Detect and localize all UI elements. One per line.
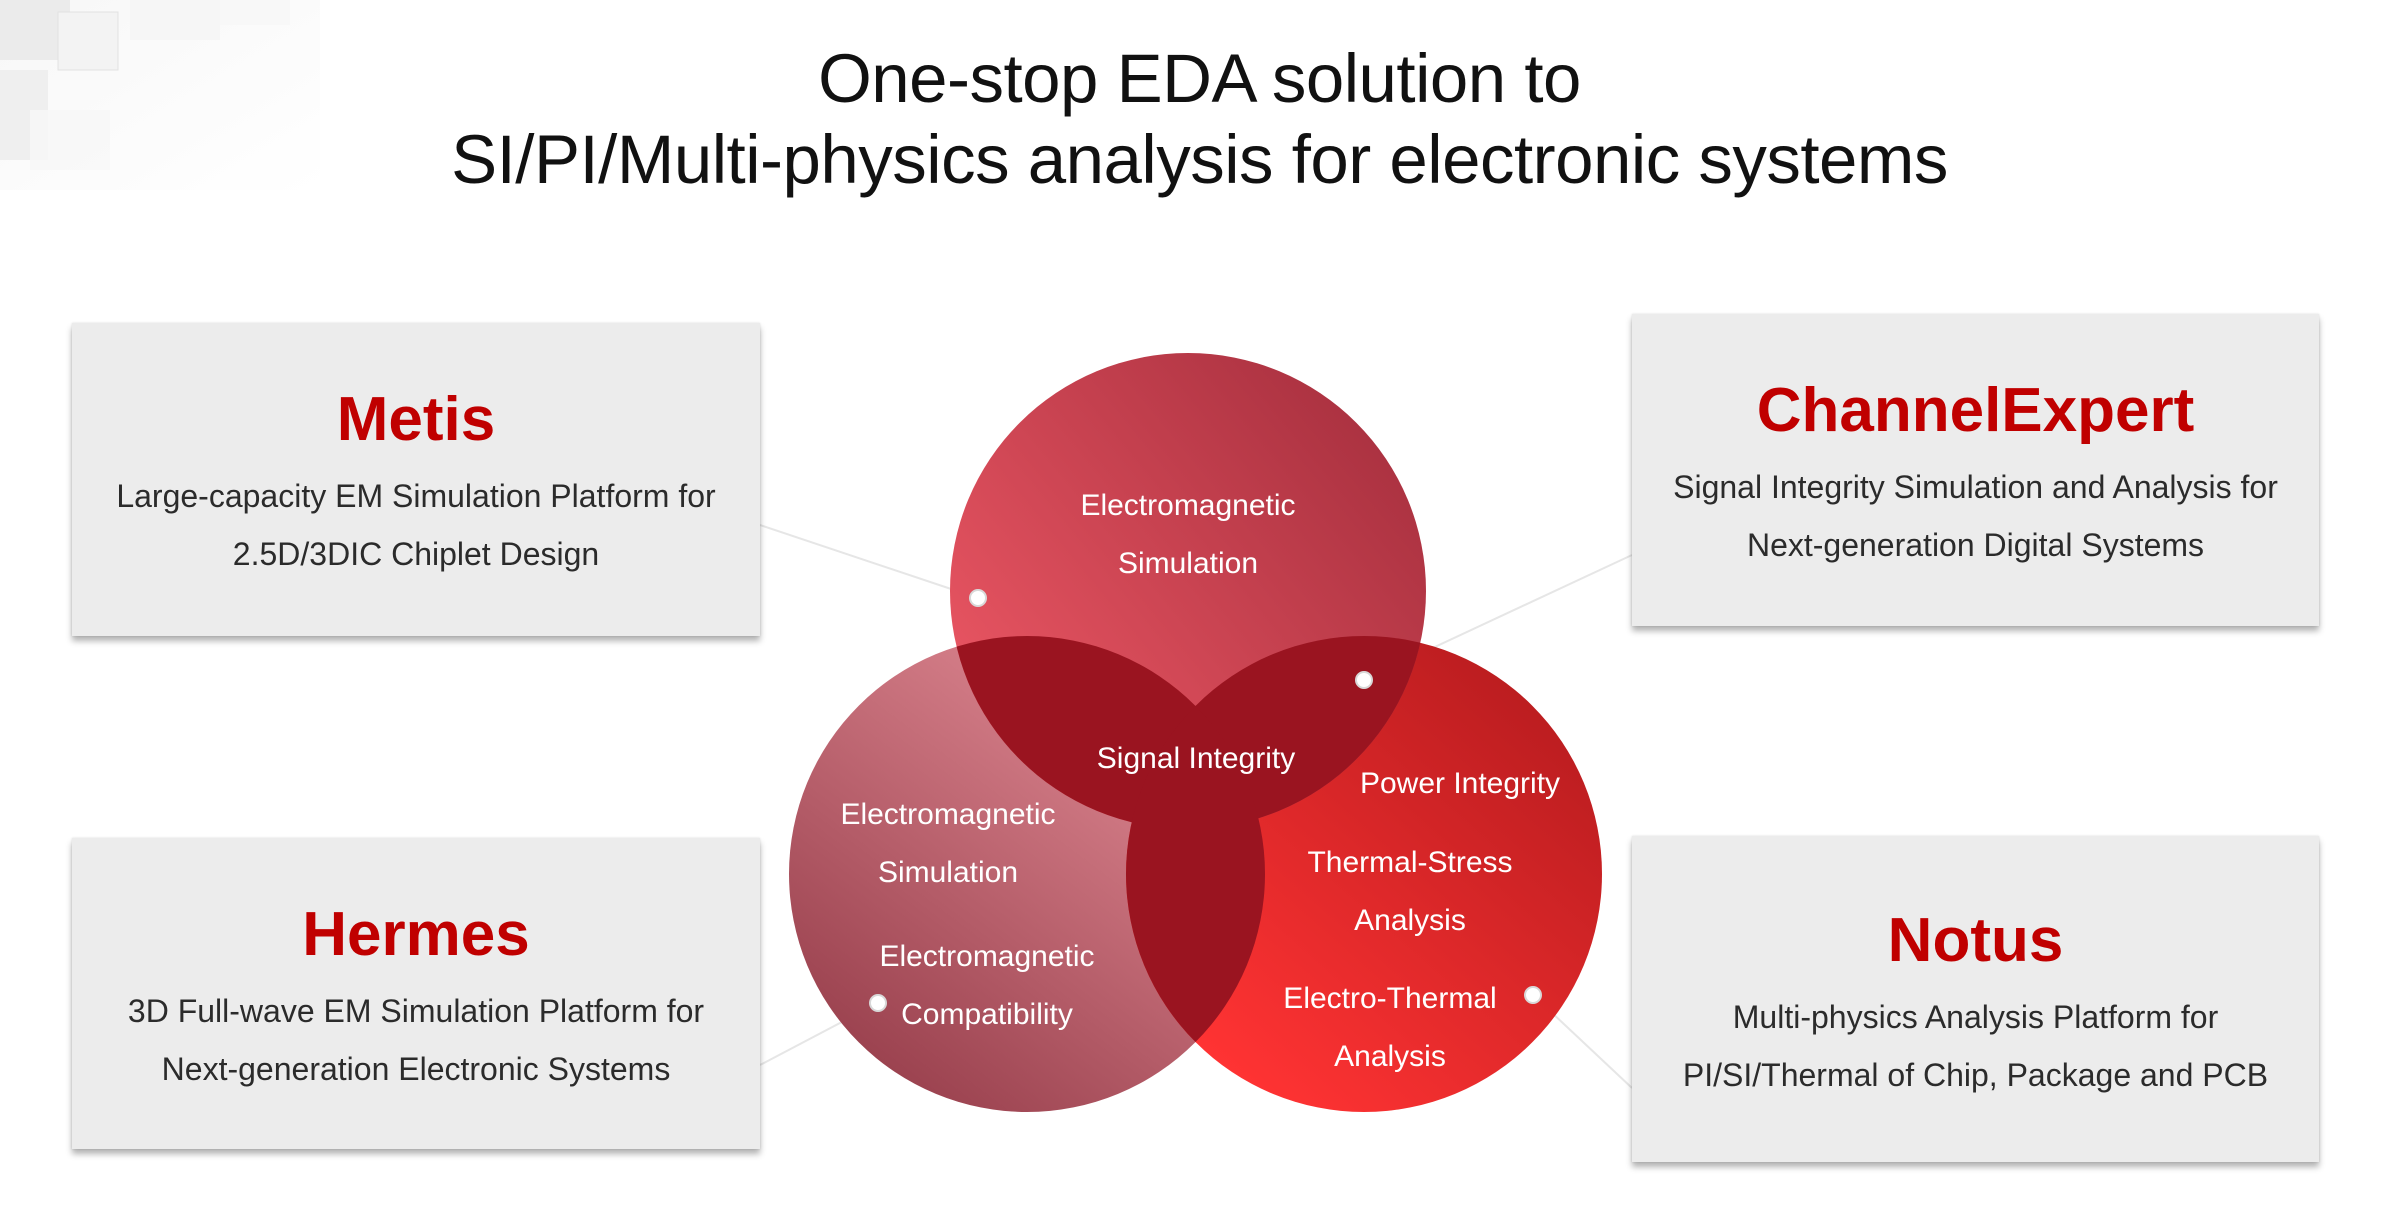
product-card-notus: Notus Multi-physics Analysis Platform fo… (1632, 836, 2319, 1162)
product-name-channelexpert: ChannelExpert (1756, 376, 2195, 445)
product-desc-channelexpert: Signal Integrity Simulation and Analysis… (1673, 469, 2278, 563)
page-title: One-stop EDA solution to SI/PI/Multi-phy… (0, 38, 2399, 200)
venn-label-left-em-simulation: Electromagnetic Simulation (840, 798, 1056, 889)
product-desc-hermes: 3D Full-wave EM Simulation Platform for … (127, 993, 705, 1087)
venn-overlap-top-left (950, 636, 1265, 829)
venn-label-electro-thermal: Electro-Thermal Analysis (1283, 982, 1497, 1073)
product-desc-notus: Multi-physics Analysis Platform for PI/S… (1682, 999, 2269, 1093)
venn-label-power-integrity: Power Integrity (1359, 767, 1561, 800)
venn-label-thermal-stress: Thermal-Stress Analysis (1307, 846, 1513, 937)
product-name-notus: Notus (1887, 906, 2064, 975)
connector-dot-hermes (869, 994, 887, 1012)
connector-line-metis (759, 524, 979, 599)
venn-label-left-emc: Electromagnetic Compatibility (879, 940, 1095, 1031)
product-name-metis: Metis (336, 385, 496, 454)
product-desc-metis: Large-capacity EM Simulation Platform fo… (116, 478, 716, 572)
connector-dot-notus (1524, 986, 1542, 1004)
title-line-2: SI/PI/Multi-physics analysis for electro… (451, 121, 1948, 198)
product-card-hermes: Hermes 3D Full-wave EM Simulation Platfo… (72, 838, 760, 1149)
decorative-cubes (0, 0, 320, 190)
connector-dot-channelexpert (1355, 671, 1373, 689)
venn-label-top: Electromagnetic Simulation (1080, 489, 1296, 580)
connector-dot-metis (969, 589, 987, 607)
product-card-channelexpert: ChannelExpert Signal Integrity Simulatio… (1632, 314, 2319, 626)
title-line-1: One-stop EDA solution to (818, 40, 1581, 117)
venn-overlap-top-right (1126, 636, 1426, 829)
product-name-hermes: Hermes (302, 900, 530, 969)
venn-label-signal-integrity: Signal Integrity (1096, 742, 1296, 775)
product-card-metis: Metis Large-capacity EM Simulation Platf… (72, 323, 760, 636)
